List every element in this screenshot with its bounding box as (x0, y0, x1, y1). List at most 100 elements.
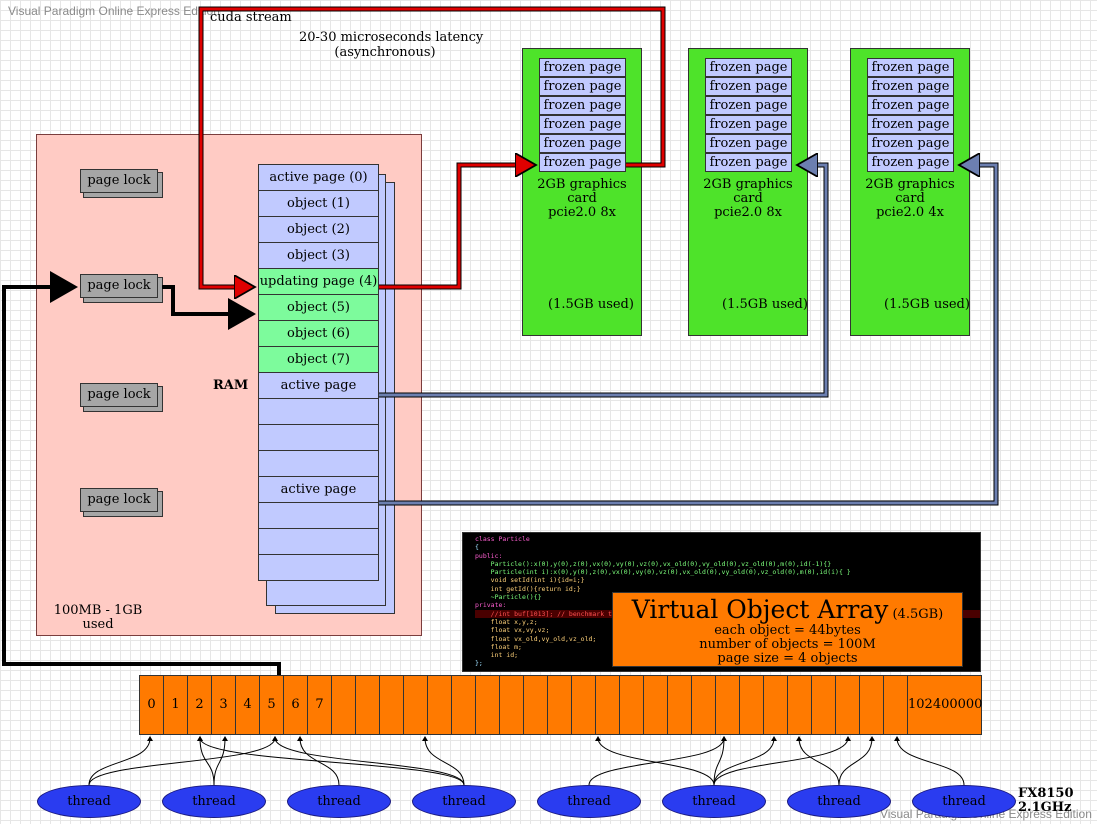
array-cell-14 (476, 676, 500, 734)
page-lock-2: page lock (80, 274, 158, 298)
voa-line2: number of objects = 100M (699, 637, 876, 652)
code-line: }; (475, 659, 483, 668)
array-cell-2: 2 (188, 676, 212, 734)
card-2-frozen-page-1: frozen page (705, 77, 792, 96)
array-cell-0: 0 (140, 676, 164, 734)
page-lock-4: page lock (80, 488, 158, 512)
latency-label: 20-30 microseconds latency (asynchronous… (299, 30, 484, 60)
card-1-bus: pcie2.0 8x (548, 205, 616, 220)
ram-page-15 (258, 554, 379, 581)
thread-link-1 (88, 736, 278, 786)
thread-link-12 (713, 736, 851, 786)
code-line: ~Particle(){} (475, 593, 542, 602)
stream-label: cuda stream (210, 10, 292, 25)
array-cell-8 (332, 676, 356, 734)
card-3-name: 2GB graphics card (865, 177, 955, 206)
card-3-frozen-page-2: frozen page (867, 96, 954, 115)
thread-link-8 (588, 736, 727, 786)
array-cell-25 (740, 676, 764, 734)
array-cell-9 (356, 676, 380, 734)
array-cell-19 (596, 676, 620, 734)
page-lock-3: page lock (80, 383, 158, 407)
cpu-line2: 2.1GHz (1018, 800, 1072, 815)
array-cell-3: 3 (212, 676, 236, 734)
lock-to-page-arrow (162, 285, 256, 330)
card-2-label: 2GB graphics card pcie2.0 8x (688, 178, 808, 220)
card-3-link-arrow-fill (379, 165, 998, 505)
thread-link-0 (88, 736, 153, 786)
card-2-bus: pcie2.0 8x (714, 205, 782, 220)
code-line: Particle():x(0),y(0),z(0),vx(0),vy(0),vz… (475, 559, 832, 568)
card-2-link-arrow (379, 162, 829, 398)
card-1-frozen-page-4: frozen page (539, 134, 626, 153)
watermark-top: Visual Paradigm Online Express Edition (8, 4, 220, 18)
card-1-used: (1.5GB used) (548, 297, 634, 312)
ram-page-12: active page (258, 476, 379, 503)
array-cell-23 (692, 676, 716, 734)
card-2-link-arrow-fill (379, 165, 828, 397)
array-cell-17 (548, 676, 572, 734)
card-3-frozen-page-0: frozen page (867, 58, 954, 77)
code-line: private: (475, 601, 507, 610)
ram-used-line2: used (82, 617, 114, 632)
ram-used-line1: 100MB - 1GB (53, 603, 143, 618)
thread-1: thread (37, 785, 141, 818)
thread-link-9 (595, 736, 715, 786)
thread-link-14 (838, 736, 875, 786)
array-cell-11 (404, 676, 428, 734)
page-list: active page (0)object (1)object (2)objec… (258, 164, 379, 581)
thread-link-13 (796, 736, 840, 786)
array-cell-22 (668, 676, 692, 734)
upload-arrow-fill (379, 165, 533, 289)
array-cell-10 (380, 676, 404, 734)
ram-page-7: object (7) (258, 346, 379, 373)
card-3-used: (1.5GB used) (884, 297, 970, 312)
thread-2: thread (162, 785, 266, 818)
voa-title: Virtual Object Array (631, 595, 889, 624)
card-1-frozen-page-2: frozen page (539, 96, 626, 115)
card-3-link-arrow (379, 162, 999, 506)
array-cell-1: 1 (164, 676, 188, 734)
array-cell-31 (884, 676, 908, 734)
card-2-frozen-page-2: frozen page (705, 96, 792, 115)
thread-link-6 (197, 736, 465, 786)
code-line: { (475, 543, 479, 552)
card-3-frozen-page-5: frozen page (867, 153, 954, 172)
array-cell-5: 5 (260, 676, 284, 734)
array-cell-16 (524, 676, 548, 734)
ram-page-13 (258, 502, 379, 529)
card-2-used: (1.5GB used) (722, 297, 808, 312)
array-cell-13 (452, 676, 476, 734)
code-line: class Particle (475, 535, 530, 543)
code-line: void setId(int i){id=i;} (475, 576, 585, 585)
card-1-frozen-page-0: frozen page (539, 58, 626, 77)
card-1-name: 2GB graphics card (537, 177, 627, 206)
thread-link-3 (213, 736, 228, 786)
thread-7: thread (787, 785, 891, 818)
card-2-name: 2GB graphics card (703, 177, 793, 206)
thread-link-11 (713, 736, 777, 786)
code-line: int id; (475, 651, 519, 660)
array-cell-4: 4 (236, 676, 260, 734)
card-1-frozen-page-1: frozen page (539, 77, 626, 96)
array-cell-18 (572, 676, 596, 734)
card-2-frozen-page-5: frozen page (705, 153, 792, 172)
card-2-frozen-page-4: frozen page (705, 134, 792, 153)
array-cell-27 (788, 676, 812, 734)
ram-used-label: 100MB - 1GB used (52, 604, 144, 632)
thread-link-2 (197, 736, 215, 786)
thread-3: thread (287, 785, 391, 818)
array-cell-7: 7 (308, 676, 332, 734)
latency-line1: 20-30 microseconds latency (299, 30, 484, 45)
code-line: float vx,vy,vz; (475, 626, 550, 635)
array-cell-32: 102400000 (908, 697, 983, 712)
array-cell-29 (836, 676, 860, 734)
thread-link-5 (422, 736, 465, 786)
array-cell-15 (500, 676, 524, 734)
voa-title-row: Virtual Object Array (4.5GB) (613, 595, 962, 624)
thread-link-10 (713, 736, 727, 786)
